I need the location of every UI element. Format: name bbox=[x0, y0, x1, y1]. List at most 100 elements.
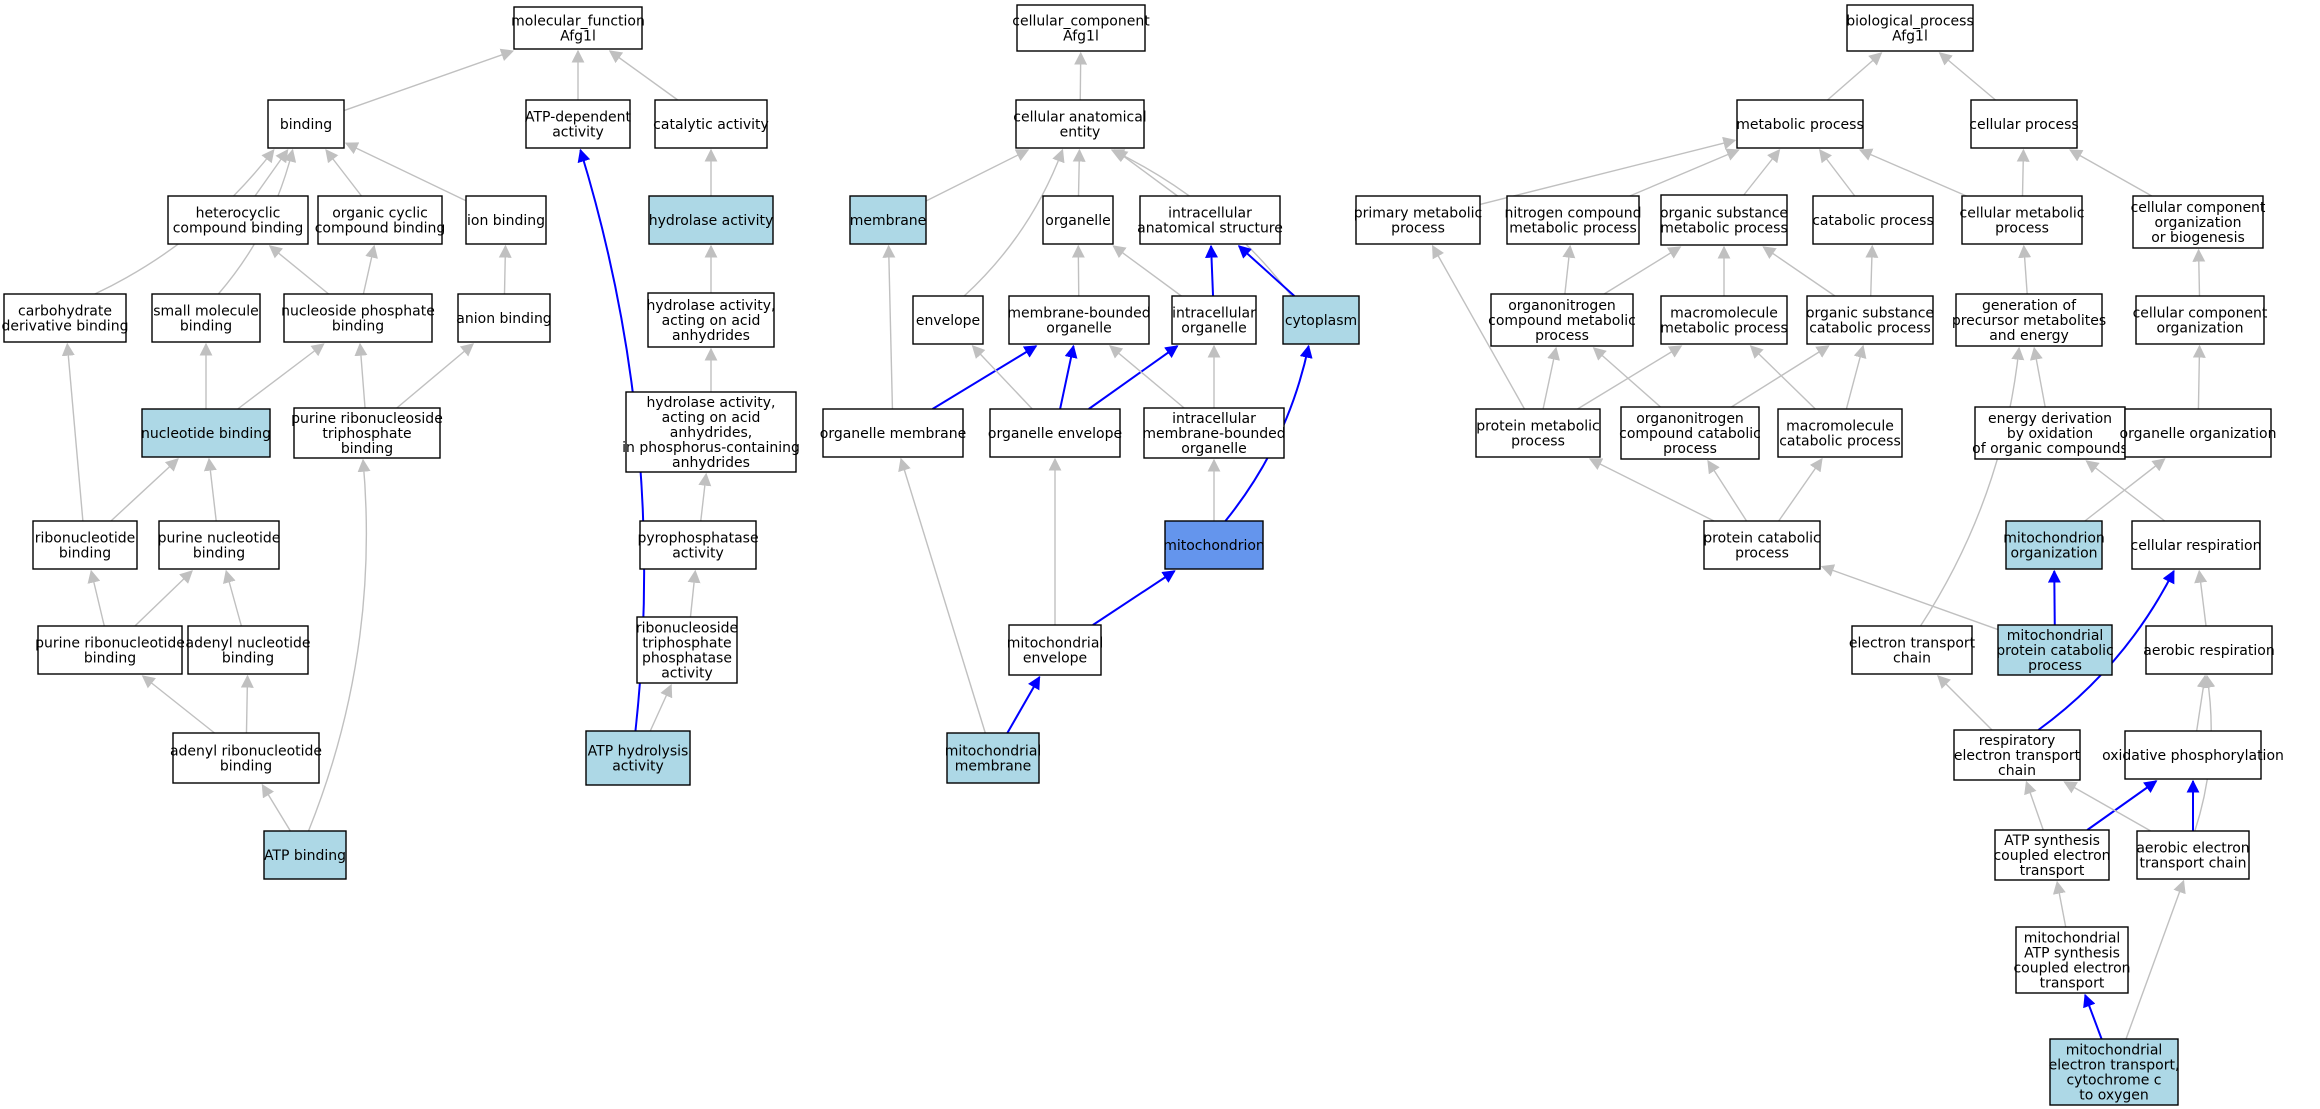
node-ionbind[interactable]: ion binding bbox=[465, 195, 547, 245]
node-cellresp[interactable]: cellular respiration bbox=[2131, 520, 2262, 570]
node-label-line: compound catabolic bbox=[1619, 426, 1761, 442]
node-box bbox=[2135, 295, 2265, 345]
node-catab[interactable]: catabolic process bbox=[1812, 195, 1934, 245]
node-label-line: binding bbox=[84, 651, 136, 667]
node-oxphos[interactable]: oxidative phosphorylation bbox=[2102, 730, 2284, 780]
edge-intraorg-to-intraanat bbox=[1205, 244, 1219, 297]
node-label-line: triphosphate bbox=[322, 426, 411, 442]
node-label-line: heterocyclic bbox=[196, 206, 281, 222]
node-label-line: catabolic process bbox=[1809, 321, 1931, 337]
node-box bbox=[457, 293, 551, 343]
node-box bbox=[513, 6, 643, 50]
edge-adenylribo-to-purribonuc bbox=[141, 675, 215, 734]
node-hydrolase[interactable]: hydrolase activity bbox=[648, 195, 774, 245]
node-label-line: process bbox=[1535, 328, 1589, 344]
node-atpbind[interactable]: ATP binding bbox=[263, 830, 347, 880]
node-membrane[interactable]: membrane bbox=[849, 195, 927, 245]
node-label-line: of organic compounds bbox=[1972, 441, 2128, 457]
node-label-line: organelle envelope bbox=[988, 426, 1122, 442]
node-binding[interactable]: binding bbox=[267, 99, 345, 149]
node-ribotriphos[interactable]: ribonucleosidetriphosphatephosphataseact… bbox=[636, 616, 738, 684]
node-label-line: chain bbox=[1893, 651, 1931, 667]
node-label-line: ATP-dependent bbox=[525, 110, 631, 126]
edge-orgenv-to-envelope bbox=[971, 345, 1033, 410]
node-hydacid[interactable]: hydrolase activity,acting on acidanhydri… bbox=[647, 292, 776, 348]
node-aerobresp[interactable]: aerobic respiration bbox=[2143, 625, 2275, 675]
edge-oxphos-to-aerobresp bbox=[2195, 674, 2210, 732]
node-box bbox=[1143, 407, 1285, 459]
node-box bbox=[1994, 829, 2110, 881]
edge-cytoplasm-to-intraanat bbox=[1237, 245, 1296, 297]
edge-protcat-to-macrocat bbox=[1778, 457, 1823, 522]
edge-mitoetcyt-to-aerobetc bbox=[2125, 879, 2186, 1040]
node-metab[interactable]: metabolic process bbox=[1736, 99, 1864, 149]
node-nucbind[interactable]: nucleotide binding bbox=[141, 408, 271, 458]
node-orgmemb[interactable]: organelle membrane bbox=[820, 408, 966, 458]
edge-mitomemb-to-mitoenv bbox=[1006, 675, 1041, 734]
node-anion[interactable]: anion binding bbox=[456, 293, 552, 343]
node-hydphos[interactable]: hydrolase activity,acting on acidanhydri… bbox=[622, 391, 800, 473]
edge-intraorg-to-organelle bbox=[1112, 245, 1182, 297]
node-orgenv[interactable]: organelle envelope bbox=[988, 408, 1122, 458]
edge-intraanat-to-cae bbox=[1114, 149, 1178, 197]
node-catalytic[interactable]: catalytic activity bbox=[653, 99, 769, 149]
node-organelle[interactable]: organelle bbox=[1042, 195, 1114, 245]
node-mito[interactable]: mitochondrion bbox=[1163, 520, 1265, 570]
node-label-line: small molecule bbox=[153, 304, 259, 320]
edge-nucbind-to-nucphos bbox=[237, 343, 325, 410]
edge-cellresp-to-energyderiv bbox=[2085, 460, 2166, 522]
edge-ccorg-to-cellproc bbox=[2069, 149, 2153, 197]
node-cellproc[interactable]: cellular process bbox=[1969, 99, 2079, 149]
node-organelleorg[interactable]: organelle organization bbox=[2120, 408, 2277, 458]
node-cytoplasm[interactable]: cytoplasm bbox=[1282, 295, 1360, 345]
node-envelope[interactable]: envelope bbox=[912, 295, 984, 345]
